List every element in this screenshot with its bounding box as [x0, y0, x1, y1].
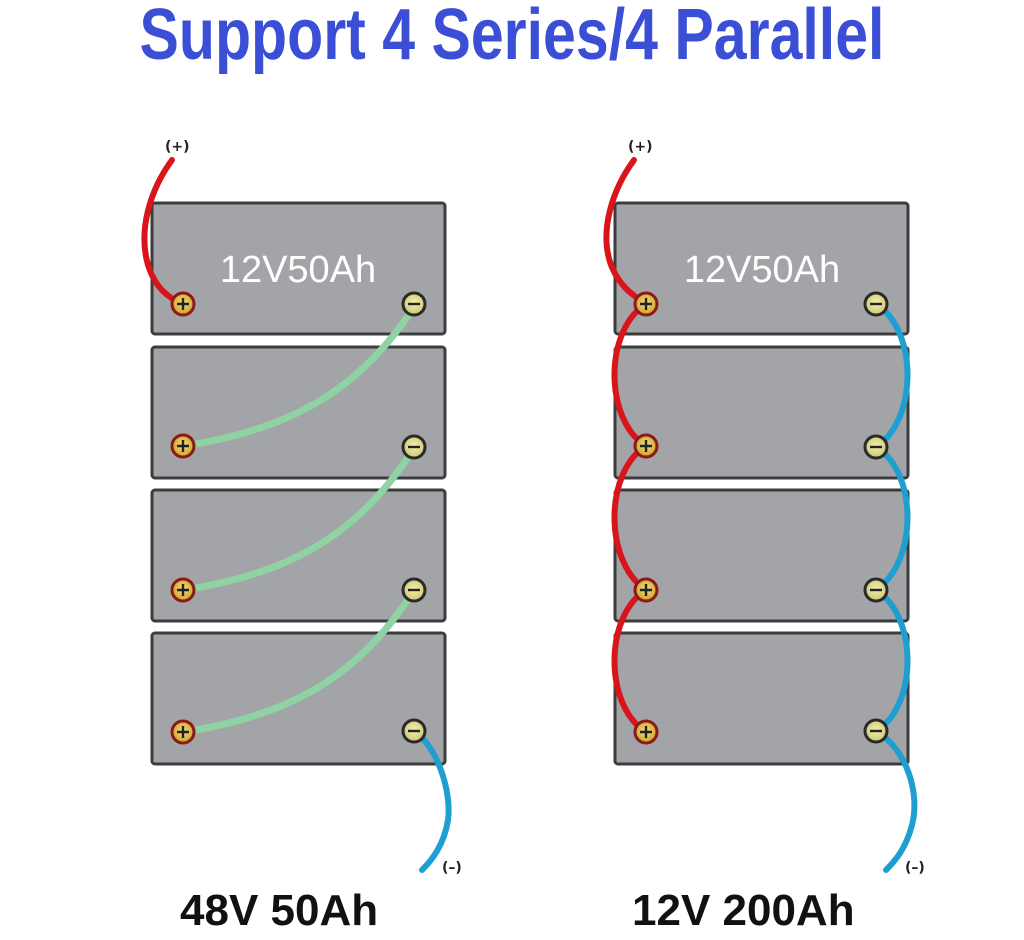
minus-terminal-icon: [401, 291, 427, 317]
plus-terminal-icon: [633, 719, 659, 745]
plus-terminal-icon: [170, 291, 196, 317]
battery-label: 12V50Ah: [684, 249, 840, 291]
battery-3: [613, 488, 910, 623]
minus-terminal-icon: [863, 291, 889, 317]
plus-terminal-icon: [633, 433, 659, 459]
parallel-diagram: 12V50Ah: [603, 139, 925, 876]
plus-terminal-icon: [170, 719, 196, 745]
positive-label: (+): [165, 139, 190, 155]
minus-terminal-icon: [863, 718, 889, 744]
plus-terminal-icon: [170, 433, 196, 459]
series-link-2: [179, 444, 418, 594]
negative-label: (–): [905, 860, 925, 876]
negative-label: (–): [442, 860, 462, 876]
plus-terminal-icon: [633, 291, 659, 317]
negative-wire: [870, 301, 918, 873]
minus-terminal-icon: [401, 577, 427, 603]
minus-terminal-icon: [863, 434, 889, 460]
minus-terminal-icon: [401, 718, 427, 744]
plus-terminal-icon: [633, 577, 659, 603]
battery-label: 12V50Ah: [220, 249, 376, 291]
minus-terminal-icon: [863, 577, 889, 603]
positive-wire: [141, 157, 185, 307]
negative-wire: [411, 728, 452, 873]
positive-wire: [603, 157, 652, 735]
series-caption: 48V 50Ah: [180, 886, 379, 935]
battery-4: [613, 631, 910, 766]
series-link-3: [179, 586, 418, 736]
series-link-1: [179, 303, 418, 450]
parallel-caption: 12V 200Ah: [632, 886, 855, 935]
series-diagram: 12V50Ah: [141, 139, 462, 876]
minus-terminal-icon: [401, 434, 427, 460]
plus-terminal-icon: [170, 577, 196, 603]
battery-2: [613, 345, 910, 480]
page-title: Support 4 Series/4 Parallel: [139, 0, 885, 75]
positive-label: (+): [628, 139, 653, 155]
